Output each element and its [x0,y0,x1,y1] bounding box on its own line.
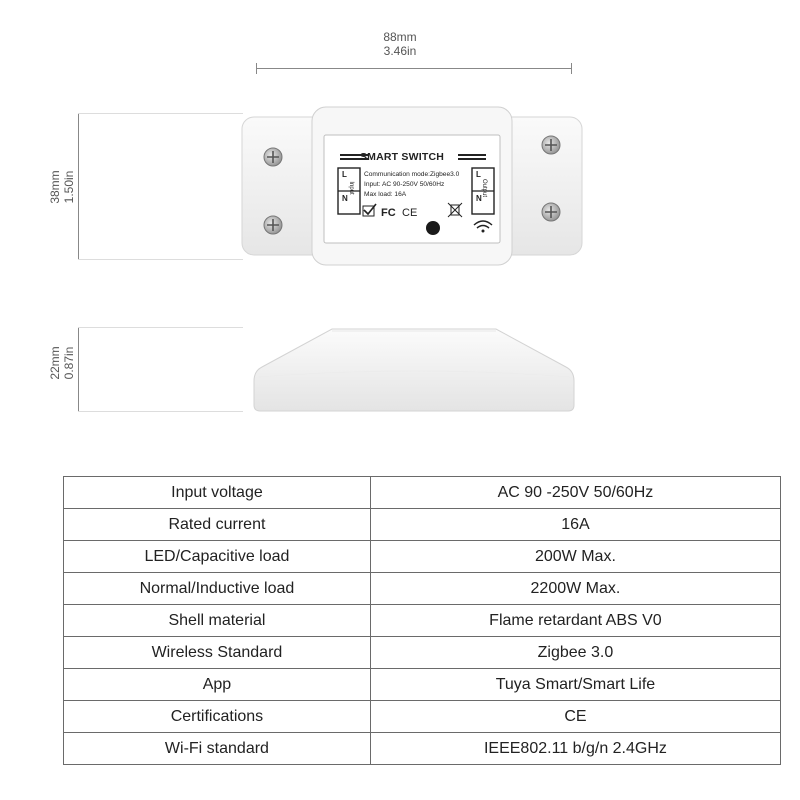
screw-icon [541,202,561,222]
screw-icon [541,135,561,155]
table-row: App Tuya Smart/Smart Life [63,668,782,701]
table-row: Wireless Standard Zigbee 3.0 [63,636,782,669]
device-label-communication: Communication mode:Zigbee3.0 [364,171,460,178]
table-row: Shell material Flame retardant ABS V0 [63,604,782,637]
depth-guide-bottom [78,411,243,412]
table-row: Rated current 16A [63,508,782,541]
height-dimension: 38mm 1.50in [48,147,76,227]
device-top-view [241,106,583,266]
depth-guide-top [78,327,243,328]
certification-check-icon [362,203,377,217]
device-label-input: Input: AC 90-250V 50/60Hz [364,181,445,188]
spec-key: App [63,668,371,701]
spec-key: Normal/Inductive load [63,572,371,605]
screw-icon [263,215,283,235]
spec-value: IEEE802.11 b/g/n 2.4GHz [369,732,782,765]
spec-value: Zigbee 3.0 [369,636,782,669]
height-in: 1.50in [62,170,76,204]
depth-dimension: 22mm 0.87in [48,323,76,403]
spec-key: Shell material [63,604,371,637]
height-mm: 38mm [48,170,62,204]
width-dimension-tick-left [256,63,257,74]
spec-key: Wireless Standard [63,636,371,669]
depth-dimension-line [78,327,79,412]
spec-key: Certifications [63,700,371,733]
device-side-view [253,328,575,412]
spec-key: Rated current [63,508,371,541]
output-terminal-l: L [476,170,481,179]
device-label-title: SMART SWITCH [359,151,445,163]
screw-icon [263,147,283,167]
weee-bin-icon [447,202,463,218]
output-side-label: Output [481,178,487,197]
table-row: Input voltage AC 90 -250V 50/60Hz [63,476,782,509]
table-row: Normal/Inductive load 2200W Max. [63,572,782,605]
table-row: LED/Capacitive load 200W Max. [63,540,782,573]
spec-key: Wi-Fi standard [63,732,371,765]
output-terminal-n: N [476,194,482,203]
table-row: Certifications CE [63,700,782,733]
table-row: Wi-Fi standard IEEE802.11 b/g/n 2.4GHz [63,732,782,765]
ce-mark: CE [402,207,418,219]
spec-table: Input voltage AC 90 -250V 50/60Hz Rated … [63,476,782,765]
input-terminal-l: L [342,170,347,179]
spec-key: Input voltage [63,476,371,509]
spec-value: Tuya Smart/Smart Life [369,668,782,701]
spec-key: LED/Capacitive load [63,540,371,573]
spec-value: CE [369,700,782,733]
height-guide-bottom [78,259,243,260]
input-side-label: Input [348,181,354,195]
depth-in: 0.87in [62,346,76,380]
spec-value: 200W Max. [369,540,782,573]
pair-button-icon [426,221,440,235]
spec-value: 16A [369,508,782,541]
input-terminal-n: N [342,194,348,203]
width-mm: 88mm [383,30,417,44]
fc-mark: FC [381,207,396,219]
depth-mm: 22mm [48,346,62,380]
spec-value: Flame retardant ABS V0 [369,604,782,637]
width-dimension-tick-right [571,63,572,74]
width-in: 3.46in [383,44,417,58]
height-guide-top [78,113,243,114]
wifi-icon [473,220,493,233]
device-label-max-load: Max load: 16A [364,191,407,198]
spec-value: AC 90 -250V 50/60Hz [369,476,782,509]
width-dimension: 88mm 3.46in [360,30,440,58]
spec-value: 2200W Max. [369,572,782,605]
width-dimension-line [256,68,572,69]
height-dimension-line [78,113,79,260]
